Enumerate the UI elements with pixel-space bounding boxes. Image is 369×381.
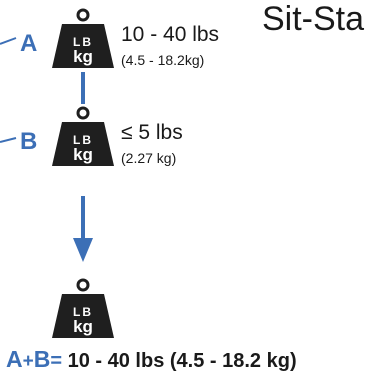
spec-a-main: 10 - 40 lbs — [121, 23, 220, 46]
weight-a: LB kg — [48, 8, 118, 68]
arrow-head — [73, 238, 93, 262]
sum-equation: A+B= 10 - 40 lbs (4.5 - 18.2 kg) — [6, 346, 297, 373]
label-a: A — [20, 30, 38, 57]
weight-icon — [52, 106, 114, 166]
weight-icon — [52, 278, 114, 338]
weight-b-kg: kg — [73, 145, 93, 164]
spec-b-sub: (2.27 kg) — [121, 150, 177, 166]
weight-result-kg: kg — [73, 317, 93, 336]
label-b: B — [20, 128, 38, 155]
spec-b-main: ≤ 5 lbs — [121, 121, 183, 144]
weight-a-lb: LB — [73, 35, 93, 49]
sum-b: B — [33, 346, 51, 372]
leader-line-a — [0, 37, 17, 45]
weight-result-lb: LB — [73, 305, 93, 319]
weight-b: LB kg — [48, 106, 118, 166]
weight-result: LB kg — [48, 278, 118, 338]
sum-plus: + — [22, 351, 34, 372]
diagram-title: Sit-Sta — [262, 0, 365, 38]
sum-text: 10 - 40 lbs (4.5 - 18.2 kg) — [62, 350, 297, 372]
weight-b-lb: LB — [73, 133, 93, 147]
spec-a-sub: (4.5 - 18.2kg) — [121, 52, 205, 68]
weight-a-kg: kg — [73, 47, 93, 66]
sum-a: A — [6, 346, 23, 372]
sum-eq: = — [50, 350, 63, 372]
leader-line-b — [0, 137, 17, 143]
weight-icon — [52, 8, 114, 68]
